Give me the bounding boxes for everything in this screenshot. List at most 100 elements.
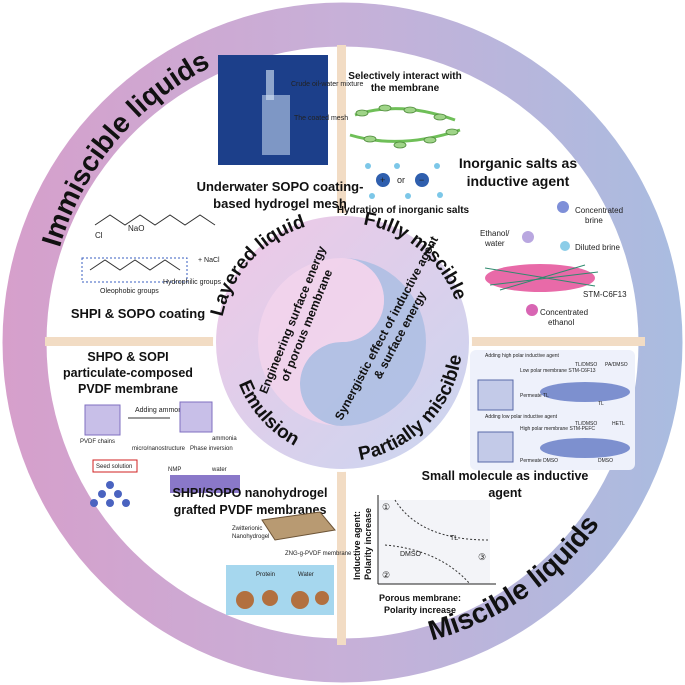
q4-title-line1: Small molecule as inductive [422, 469, 589, 483]
label-nmp: NMP [168, 467, 181, 473]
divider-vertical-top [337, 45, 346, 230]
stm-fibers [484, 264, 599, 291]
q4-title-line2: agent [488, 486, 522, 500]
conc-brine-drop [557, 201, 569, 213]
schematic-funnel-upper [477, 379, 514, 411]
q1-caption: SHPI & SOPO coating [71, 306, 205, 321]
label-oleophobic: Oleophobic groups [100, 288, 159, 295]
q3-title2-line2: grafted PVDF membranes [174, 503, 327, 517]
polarity-curve-1 [394, 499, 489, 541]
membrane-layer [170, 475, 240, 493]
anion-icon [415, 173, 429, 187]
q4-pa-dmso: PA/DMSO [605, 362, 628, 368]
seed-solution-box [92, 459, 138, 473]
q2-or: or [397, 175, 405, 185]
region-3: ③ [478, 552, 486, 562]
diluted-brine-drop [560, 241, 570, 251]
label-ammonia: ammonia [212, 436, 237, 442]
label-water: water [211, 467, 227, 473]
q4-permeate2: Permeate DMSO [520, 458, 558, 464]
polarity-panel [378, 500, 490, 584]
schematic-upper-membrane [540, 382, 630, 402]
zng-membrane-block [261, 511, 336, 541]
divider-vertical-bottom [337, 460, 346, 645]
q2-caption-line2: the membrane [371, 83, 440, 94]
schematic-lower-membrane [540, 438, 630, 458]
label-stm: STM-C6F13 [583, 290, 627, 299]
label-seed: Seed solution [96, 464, 132, 470]
q3-title-line2: particulate-composed [63, 366, 193, 380]
chem-structure [81, 214, 216, 283]
quadrant-top-right: Selectively interact with the membrane +… [337, 71, 627, 327]
q4-x-axis-line2: Polarity increase [384, 605, 456, 615]
label-diluted-brine: Diluted brine [575, 243, 620, 252]
q4-adding-high: Adding high polar inductive agent [485, 353, 560, 359]
chem-naco: NaO [128, 224, 144, 233]
q2-caption-line1: Selectively interact with [348, 71, 461, 82]
region-2: ② [382, 570, 390, 580]
label-zwitterionic-2: Nanohydrogel [232, 534, 269, 540]
label-conc-brine-1: Concentrated [575, 206, 623, 215]
label-pvdf-chains: PVDF chains [80, 439, 115, 445]
q4-adding-low: Adding low polar inductive agent [485, 414, 558, 420]
label-microstructure: micro/nanostructure [132, 446, 186, 452]
q4-permeate1: Permeate TL [520, 393, 549, 399]
divider-horizontal-left [45, 337, 230, 346]
region-1: ① [382, 502, 390, 512]
conc-ethanol-drop [526, 304, 538, 316]
label-ethanol-water-2: water [484, 239, 505, 248]
cation-symbol: + [380, 175, 385, 185]
filtration-particles [236, 590, 329, 609]
label-protein: Protein [256, 572, 275, 578]
q4-y-axis-line2: Polarity increase [363, 508, 373, 580]
label-phase-inversion: Phase inversion [190, 446, 233, 452]
q2-hydration: Hydration of inorganic salts [337, 205, 470, 216]
label-hydrophilic: Hydrophilic groups [163, 279, 221, 286]
beaker-shape [262, 95, 290, 155]
label-adding-ammonia: Adding ammonia [135, 407, 188, 414]
schematic-funnel-lower [477, 431, 514, 463]
yin-yang-swirl [300, 258, 426, 426]
label-zng: ZNG-g-PVDF membrane [285, 551, 352, 557]
label-water2: Water [298, 572, 314, 578]
q2-title-line1: Inorganic salts as [459, 155, 577, 171]
photo-label-crude-oil: Crude oil-water mixture [291, 81, 363, 88]
q4-x-axis-line1: Porous membrane: [379, 593, 461, 603]
q4-high-polar-membrane: High polar membrane STM-PEFC [520, 426, 595, 432]
chem-nacl: + NaCl [198, 257, 220, 264]
ethanol-water-drop [522, 231, 534, 243]
pvdf-chains-box [84, 404, 121, 436]
anion-symbol: − [419, 175, 424, 185]
cation-icon [376, 173, 390, 187]
q4-tl: TL [598, 401, 604, 407]
q4-dmso: DMSO [598, 458, 613, 464]
q4-tl-label: TL [450, 535, 458, 542]
quadrant-top-left: Crude oil-water mixture The coated mesh … [71, 55, 364, 321]
photo-label-coated-mesh: The coated mesh [294, 115, 348, 122]
chem-cl: Cl [95, 231, 103, 240]
q1-title-line1: Underwater SOPO coating- [197, 179, 364, 194]
particle-pyramid [90, 481, 130, 507]
q1-title-line2: based hydrogel mesh [213, 196, 347, 211]
yin-yang-swirl-light [258, 258, 384, 426]
ammonia-box [179, 401, 213, 433]
divider-horizontal-right [460, 337, 645, 346]
q4-y-axis-line1: Inductive agent: [352, 511, 362, 580]
q3-title-line1: SHPO & SOPI [87, 350, 168, 364]
q4-low-polar-membrane: Low polar membrane STM-C6F13 [520, 368, 596, 374]
label-conc-ethanol-2: ethanol [548, 318, 574, 327]
label-conc-ethanol-1: Concentrated [540, 308, 588, 317]
quadrant-bottom-right: Adding high polar inductive agent Adding… [352, 350, 635, 615]
label-zwitterionic-1: Zwitterionic [232, 526, 262, 532]
q4-hetl: HETL [612, 421, 625, 427]
q2-title-line2: inductive agent [467, 173, 570, 189]
q3-title-line3: PVDF membrane [78, 382, 178, 396]
label-ethanol-water-1: Ethanol/ [480, 229, 510, 238]
q4-tl-dmso: TL/DMSO [575, 362, 597, 368]
q4-tl-dmso2: TL/DMSO [575, 421, 597, 427]
y-axis-title: Inductive agent: Polarity increase [352, 508, 373, 580]
pouring-stream [266, 70, 274, 100]
water-molecules [365, 163, 443, 199]
label-conc-brine-2: brine [585, 216, 603, 225]
